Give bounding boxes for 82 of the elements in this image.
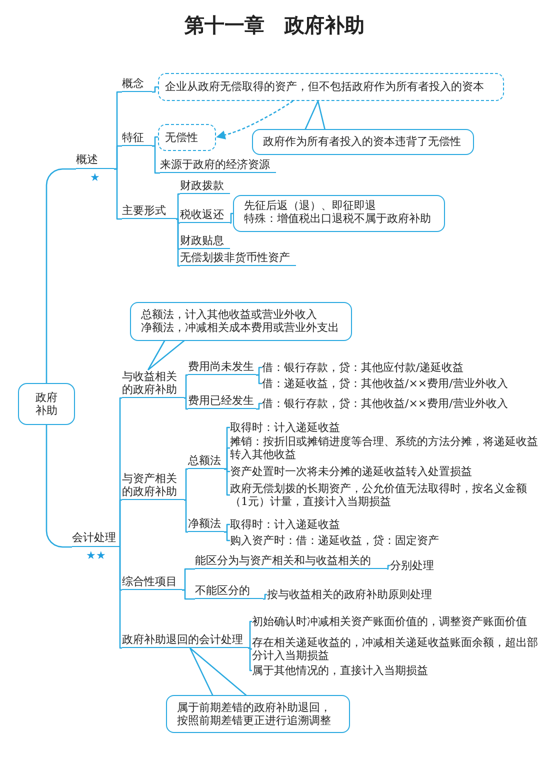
note-text: 先征后返（退）、即征即退 — [244, 199, 377, 212]
connector-line — [230, 212, 233, 224]
connector-line — [224, 531, 230, 542]
connector-line — [248, 647, 252, 672]
callout-pointer — [304, 100, 326, 131]
leaf-text: 借：银行存款，贷：其他应付款/递延收益 — [262, 361, 487, 374]
connector-line — [152, 136, 158, 147]
leaf-text: 借：递延收益，贷：其他收益/××费用/营业外收入 — [262, 377, 532, 390]
branch-label: 不能区分的 — [195, 584, 263, 599]
branch-label: 无偿划拨非货币性资产 — [180, 251, 296, 266]
note-text: 净额法，冲减相关成本费用或营业外支出 — [141, 321, 340, 334]
branch-label: 与收益相关的政府补助 — [122, 370, 184, 398]
note-box — [233, 195, 445, 232]
connector-line — [256, 366, 262, 376]
branch-label: 费用尚未发生 — [188, 360, 256, 375]
leaf-text: 购入资产时：借：递延收益，贷：固定资产 — [230, 534, 450, 547]
branch-label: 能区分为与资产相关和与收益相关的 — [195, 554, 387, 569]
connector-line — [184, 374, 188, 399]
leaf-text: 存在相关递延收益的，冲减相关递延收益账面余额，超出部分计入当期损益 — [252, 636, 542, 662]
connector-line — [184, 499, 188, 533]
connector-line — [386, 564, 390, 570]
callout-box: 政府作为所有者投入的资本违背了无偿性 — [252, 129, 474, 155]
connector-line — [248, 620, 252, 649]
callout-box — [130, 302, 352, 341]
branch-label: 财政拨款 — [180, 179, 230, 194]
dashed-arrow — [216, 100, 294, 140]
note-box: 企业从政府无偿取得的资产，但不包括政府作为所有者投入的资本 — [158, 73, 504, 101]
connector-line — [119, 499, 122, 548]
connector-line — [114, 168, 122, 220]
note-text: 总额法，计入其他收益或营业外收入 — [141, 308, 318, 321]
branch-label: 总额法 — [188, 454, 224, 469]
connector-line — [248, 647, 252, 650]
connector-line — [263, 594, 267, 600]
connector-line — [119, 546, 122, 649]
star-rating: ★ — [89, 172, 101, 183]
branch-label: 费用已经发生 — [188, 394, 256, 409]
connector-line — [256, 374, 262, 384]
leaf-text: 初始确认时冲减相关资产账面价值的，调整资产账面价值 — [252, 615, 542, 628]
title: 第十一章 政府补助 — [184, 12, 366, 38]
note-box: 无偿性 — [158, 124, 216, 151]
callout-pointer — [147, 339, 186, 371]
branch-label: 来源于政府的经济资源 — [160, 158, 276, 173]
branch-label: 会计处理 — [72, 531, 120, 547]
branch-label: 主要形式 — [122, 204, 176, 219]
note-text: 特殊：增值税出口退税不属于政府补助 — [244, 212, 432, 225]
branch-label: 特征 — [122, 131, 152, 146]
connector-line — [224, 524, 230, 533]
connector-line — [182, 589, 195, 600]
connector-line — [176, 218, 180, 267]
connector-line — [184, 468, 188, 501]
leaf-text: 属于其他情况的，直接计入当期损益 — [252, 664, 462, 677]
leaf-text: 政府无偿划拨的长期资产，公允价值无法取得时，按名义金额（1元）计量，直接计入当期损益 — [230, 482, 542, 508]
branch-label: 财政贴息 — [180, 234, 230, 249]
branch-label: 概念 — [122, 77, 152, 92]
branch-label: 概述 — [76, 153, 114, 169]
branch-label: 净额法 — [188, 517, 224, 532]
branch-label: 税收返还 — [180, 208, 230, 223]
leaf-text: 借：银行存款，贷：其他收益/××费用/营业外收入 — [262, 397, 532, 410]
branch-label: 政府补助退回的会计处理 — [122, 633, 248, 648]
callout-box: 属于前期差错的政府补助退回，按照前期差错更正进行追溯调整 — [166, 695, 350, 733]
topic-box: 政府补助 — [18, 383, 75, 425]
connector-line — [184, 397, 188, 410]
branch-label: 与资产相关的政府补助 — [122, 472, 184, 500]
connector-line — [224, 447, 230, 470]
callout-pointer — [189, 647, 248, 697]
connector-line — [46, 425, 72, 548]
leaf-text: 分别处理 — [390, 559, 445, 572]
leaf-text: 取得时：计入递延收益 — [230, 518, 355, 531]
leaf-text: 摊销：按折旧或摊销进度等合理、系统的方法分摊，将递延收益转入其他收益 — [230, 435, 542, 461]
connector-line — [224, 468, 230, 496]
connector-line — [114, 145, 122, 170]
leaf-text: 资产处置时一次将未分摊的递延收益转入处置损益 — [230, 465, 490, 478]
connector-line — [256, 402, 262, 410]
connector-line — [176, 193, 180, 220]
connector-line — [152, 86, 158, 93]
leaf-text: 取得时：计入递延收益 — [230, 421, 355, 434]
star-rating: ★★ — [85, 550, 107, 561]
branch-label: 综合性项目 — [122, 575, 182, 590]
connector-line — [152, 145, 160, 174]
connector-line — [182, 568, 195, 591]
leaf-text: 按与收益相关的政府补助原则处理 — [267, 588, 447, 601]
connector-line — [46, 168, 76, 383]
